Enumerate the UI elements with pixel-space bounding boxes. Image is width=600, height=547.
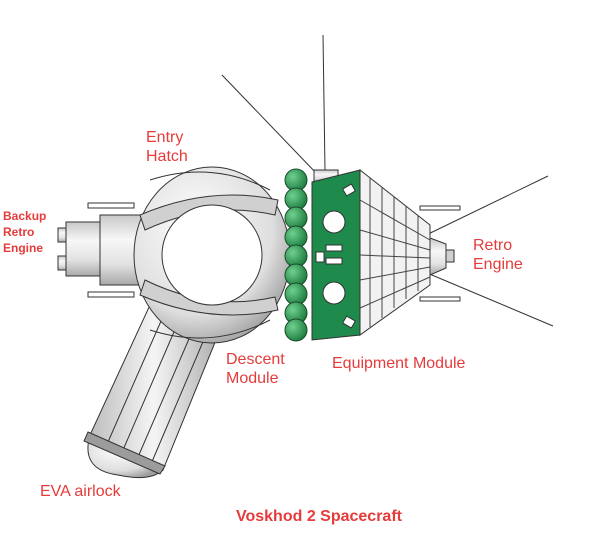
label-backup-line2: Retro — [3, 225, 35, 239]
antennas — [221, 34, 554, 327]
label-descent-line2: Module — [226, 370, 279, 387]
label-descent-line1: Descent — [226, 351, 285, 368]
label-retro-line1: Retro — [473, 237, 513, 254]
label-descent-module: Descent Module — [226, 350, 285, 388]
eva-airlock — [83, 299, 219, 479]
label-retro-line2: Engine — [473, 256, 523, 273]
label-entry-hatch: Entry Hatch — [146, 128, 188, 166]
label-eva-airlock: EVA airlock — [40, 483, 121, 500]
label-retro-engine: Retro Engine — [473, 236, 523, 274]
label-backup-line3: Engine — [3, 241, 44, 255]
label-entry-hatch-line1: Entry — [146, 129, 184, 146]
backup-retro-engine — [57, 214, 143, 286]
diagram-title: Voskhod 2 Spacecraft — [236, 508, 402, 525]
ring-spheres — [284, 168, 308, 342]
label-backup-line1: Backup — [3, 209, 47, 223]
label-backup-retro-engine: Backup Retro Engine — [3, 208, 46, 256]
equipment-module — [311, 168, 455, 341]
side-bars — [87, 202, 461, 302]
label-entry-hatch-line2: Hatch — [146, 148, 188, 165]
descent-module — [133, 166, 291, 344]
label-equipment-module: Equipment Module — [332, 355, 466, 372]
